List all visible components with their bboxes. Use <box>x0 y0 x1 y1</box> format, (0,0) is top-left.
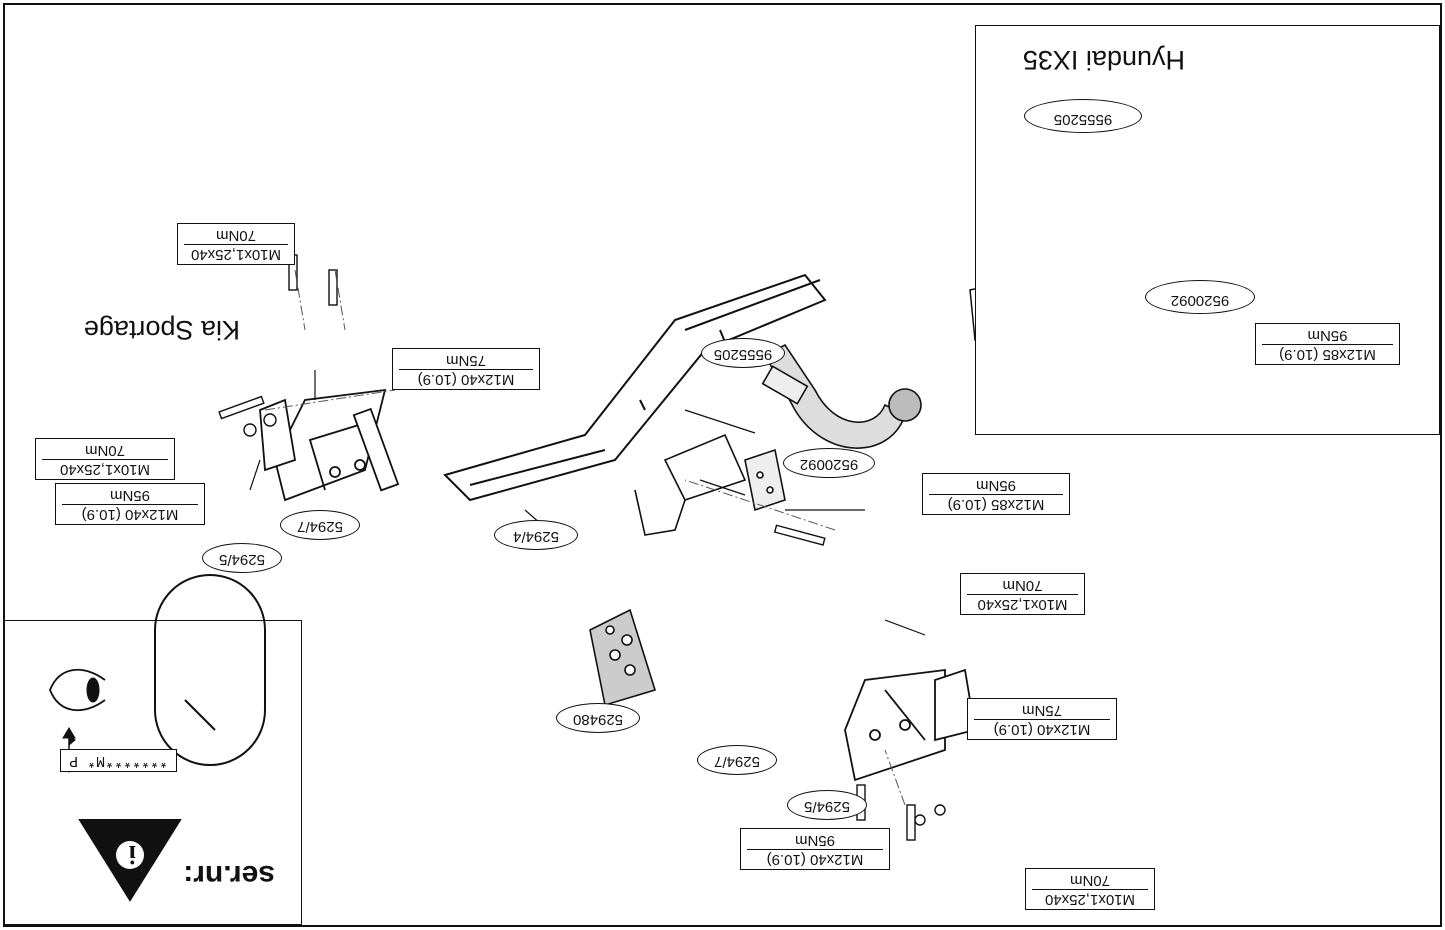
serial-label: ser.nr: <box>183 859 275 892</box>
inset-frame <box>975 25 1440 435</box>
fastener-label: M12x40 (10.9) 95Nm <box>55 483 205 525</box>
fastener-label: M10x1,25x40 70Nm <box>1025 868 1155 910</box>
part-oval-5294-7-b: 5294/7 <box>697 745 777 775</box>
plate-text: *******M* P <box>59 749 177 772</box>
page-border <box>3 3 1442 927</box>
part-oval-9520092: 9520092 <box>783 448 875 478</box>
part-oval-5294-5-b: 5294/5 <box>787 790 867 820</box>
side-bracket-left <box>844 668 977 782</box>
part-oval-5294-7-a: 5294/7 <box>280 510 360 540</box>
bolt-icon <box>218 254 946 841</box>
mounting-plate-529480 <box>589 608 657 707</box>
part-oval-9555205-inset: 9555205 <box>1024 99 1142 133</box>
part-oval-9555205: 9555205 <box>701 338 785 368</box>
fastener-label: M12x85 (10.9) 95Nm <box>922 473 1070 515</box>
main-title: Kia Sportage <box>83 315 240 345</box>
eye-icon <box>49 668 106 712</box>
fastener-label: M12x85 (10.9) 95Nm <box>1255 323 1400 365</box>
fastener-label: M10x1,25x40 70Nm <box>35 438 175 480</box>
part-oval-5294-4: 5294/4 <box>494 520 578 550</box>
info-box-graphics: i <box>49 574 266 902</box>
receiver-block <box>634 433 747 536</box>
part-oval-9520092-inset: 9520092 <box>1145 280 1255 314</box>
part-oval-5294-5-a: 5294/5 <box>202 543 282 573</box>
tow-ball-icon <box>761 343 922 449</box>
fastener-label: M10x1,25x40 70Nm <box>960 573 1085 615</box>
fastener-label: M10x1,25x40 70Nm <box>177 223 295 265</box>
fastener-label: M12x40 (10.9) 75Nm <box>967 698 1117 740</box>
svg-text:i: i <box>129 840 136 869</box>
part-oval-529480: 529480 <box>556 703 640 733</box>
connector-plate-9520092 <box>744 448 786 512</box>
side-bracket-right <box>259 388 400 502</box>
fastener-label: M12x40 (10.9) 75Nm <box>392 348 540 390</box>
fastener-label: M12x40 (10.9) 95Nm <box>740 828 890 870</box>
inset-title: Hyundai IX35 <box>1022 45 1185 75</box>
alignment-lines <box>264 269 906 806</box>
